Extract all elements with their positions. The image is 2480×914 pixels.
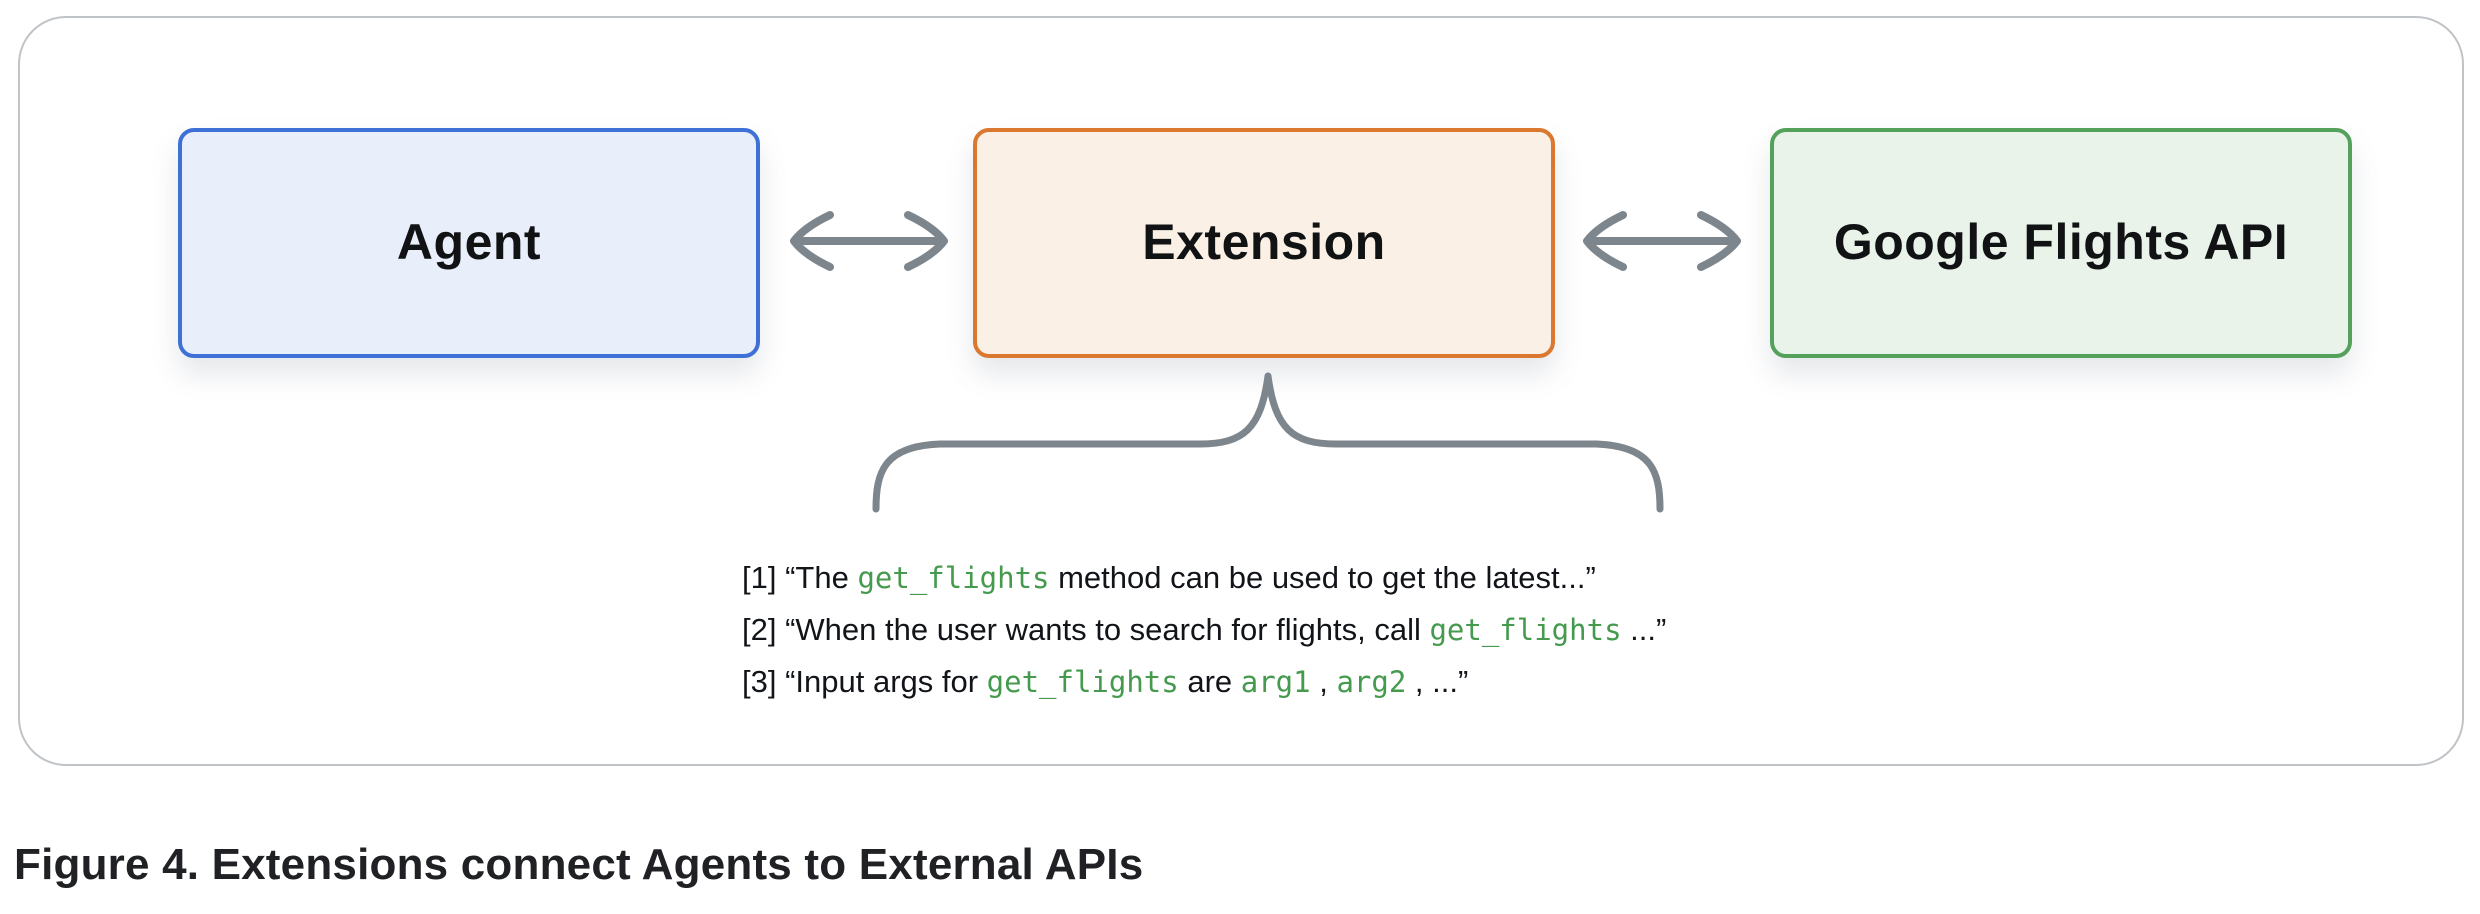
code-token: arg2 — [1336, 665, 1407, 699]
text-run: method can be used to get the latest...” — [1049, 560, 1596, 595]
figure-frame: Agent Extension Google Flights API [1] “… — [18, 16, 2464, 766]
annotation-line-3: [3] “Input args for get_flights are arg1… — [742, 656, 1666, 708]
annotation-line-1: [1] “The get_flights method can be used … — [742, 552, 1666, 604]
annotation-line-2: [2] “When the user wants to search for f… — [742, 604, 1666, 656]
annotation-list: [1] “The get_flights method can be used … — [742, 552, 1666, 708]
node-google-flights-api: Google Flights API — [1770, 128, 2352, 358]
double-arrow-icon — [790, 211, 948, 271]
code-token: get_flights — [986, 665, 1179, 699]
text-run: [2] “When the user wants to search for f… — [742, 612, 1430, 647]
brace-icon — [872, 372, 1664, 513]
code-token: arg1 — [1240, 665, 1311, 699]
double-arrow-icon — [1583, 211, 1741, 271]
figure-caption: Figure 4. Extensions connect Agents to E… — [14, 840, 1144, 889]
code-token: get_flights — [1429, 613, 1622, 647]
text-run: , — [1310, 664, 1337, 699]
node-extension-label: Extension — [1142, 214, 1386, 271]
node-extension: Extension — [973, 128, 1555, 358]
node-agent-label: Agent — [396, 214, 542, 271]
text-run: are — [1178, 664, 1241, 699]
code-token: get_flights — [857, 561, 1050, 595]
node-google-flights-api-label: Google Flights API — [1833, 214, 2289, 271]
text-run: ...” — [1621, 612, 1667, 647]
text-run: [3] “Input args for — [742, 664, 987, 699]
text-run: , ...” — [1406, 664, 1469, 699]
text-run: [1] “The — [742, 560, 858, 595]
node-agent: Agent — [178, 128, 760, 358]
